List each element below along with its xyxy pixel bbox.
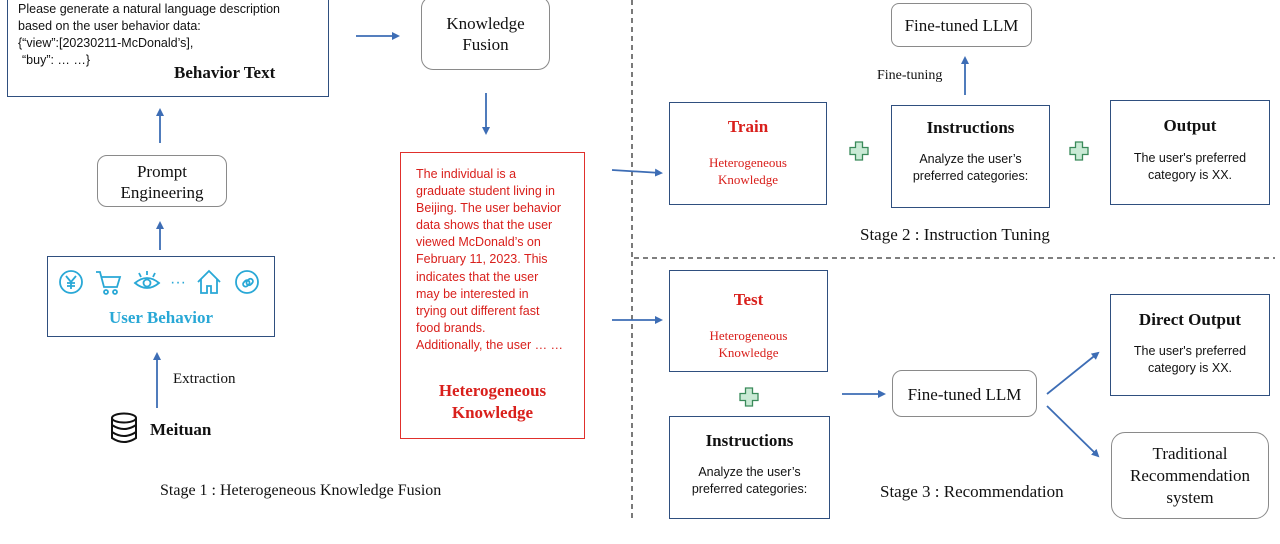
output-line2: category is XX. <box>1147 168 1233 182</box>
fine-tuned-llm-top-label: Fine-tuned LLM <box>904 16 1019 35</box>
instructions-line2: preferred categories: <box>691 482 808 496</box>
arrow-llm-to-traditional <box>1046 405 1100 458</box>
prompt-engineering-box: Prompt Engineering <box>97 155 227 207</box>
direct-output-title: Direct Output <box>1138 310 1242 329</box>
plus-icon <box>849 141 869 161</box>
hetero-text-line: trying out different fast <box>416 303 540 318</box>
behavior-text-title: Behavior Text <box>174 63 276 82</box>
ellipsis-text: ··· <box>170 274 186 291</box>
output-title: Output <box>1163 116 1217 135</box>
instructions-title: Instructions <box>926 118 1015 137</box>
behavior-icons: ··· <box>59 269 259 295</box>
instructions-line1: Analyze the user’s <box>698 465 801 479</box>
traditional-line3: system <box>1166 488 1214 507</box>
prompt-line: “buy”: … …} <box>22 53 91 67</box>
yuan-coin-icon <box>59 270 83 294</box>
cart-icon <box>96 271 122 295</box>
eye-icon <box>133 271 161 289</box>
stage2-caption: Stage 2 : Instruction Tuning <box>860 225 1050 244</box>
traditional-line1: Traditional <box>1152 444 1228 463</box>
user-behavior-title: User Behavior <box>108 308 214 327</box>
knowledge-fusion-line1: Knowledge <box>446 14 525 33</box>
train-title: Train <box>727 117 769 136</box>
behavior-icon-row: ··· <box>58 267 263 297</box>
link-icon <box>235 270 259 294</box>
traditional-recommendation-box: Traditional Recommendation system <box>1111 432 1269 519</box>
train-line2: Knowledge <box>718 172 778 187</box>
hetero-title-line1: Heterogeneous <box>438 381 547 400</box>
hetero-text-line: may be interested in <box>416 286 529 301</box>
prompt-line: {“view”:[20230211-McDonald’s], <box>18 36 194 50</box>
traditional-line2: Recommendation <box>1130 466 1250 485</box>
hetero-text-line: graduate student living in <box>416 184 555 199</box>
extraction-label: Extraction <box>173 371 236 387</box>
output-line1: The user's preferred <box>1133 151 1247 165</box>
knowledge-fusion-box: Knowledge Fusion <box>421 0 550 70</box>
instructions-box-stage2: Instructions Analyze the user’s preferre… <box>891 105 1050 208</box>
test-title: Test <box>733 290 764 309</box>
train-line1: Heterogeneous <box>709 155 787 170</box>
user-behavior-box: ··· User Behavior <box>47 256 275 337</box>
fine-tuned-llm-box: Fine-tuned LLM <box>892 370 1037 417</box>
hetero-text-line: viewed McDonald’s on <box>416 235 541 250</box>
fine-tuned-llm-top-box: Fine-tuned LLM <box>891 3 1032 47</box>
stage1-caption: Stage 1 : Heterogeneous Knowledge Fusion <box>160 482 442 499</box>
direct-output-box: Direct Output The user's preferred categ… <box>1110 294 1270 396</box>
hetero-text-line: data shows that the user <box>416 218 553 233</box>
prompt-engineering-line1: Prompt <box>136 162 188 181</box>
hetero-text-line: Additionally, the user … … <box>416 337 564 352</box>
heterogeneous-knowledge-box: The individual is a graduate student liv… <box>400 152 585 439</box>
hetero-title-line2: Knowledge <box>451 403 534 422</box>
hetero-text-line: indicates that the user <box>416 269 539 284</box>
prompt-line: based on the user behavior data: <box>18 19 201 33</box>
instructions-box-stage3: Instructions Analyze the user’s preferre… <box>669 416 830 519</box>
instructions-line1: Analyze the user’s <box>919 152 1022 166</box>
instructions-title: Instructions <box>705 431 794 450</box>
arrow-llm-to-direct <box>1046 351 1100 395</box>
behavior-text-box: Please generate a natural language descr… <box>7 0 329 97</box>
fine-tuned-llm-label: Fine-tuned LLM <box>907 385 1022 404</box>
stage3-caption: Stage 3 : Recommendation <box>880 482 1064 501</box>
test-line2: Knowledge <box>718 345 779 360</box>
fine-tuning-label: Fine-tuning <box>877 68 943 83</box>
direct-output-line1: The user's preferred <box>1133 344 1247 358</box>
home-icon <box>197 269 221 294</box>
instructions-line2: preferred categories: <box>912 169 1029 183</box>
prompt-line: Please generate a natural language descr… <box>18 2 280 16</box>
plus-icon <box>739 387 759 407</box>
test-box: Test Heterogeneous Knowledge <box>669 270 828 372</box>
hetero-text-line: February 11, 2023. This <box>416 252 548 267</box>
direct-output-line2: category is XX. <box>1147 361 1233 375</box>
knowledge-fusion-line2: Fusion <box>462 35 509 54</box>
hetero-text-line: The individual is a <box>416 167 517 181</box>
hetero-text-line: food brands. <box>416 320 486 335</box>
test-line1: Heterogeneous <box>709 328 788 343</box>
database-icon <box>111 412 137 443</box>
hetero-text-line: Beijing. The user behavior <box>416 201 561 216</box>
arrow-hetero-to-train <box>611 168 663 177</box>
plus-icon <box>1069 141 1089 161</box>
train-box: Train Heterogeneous Knowledge <box>669 102 827 205</box>
prompt-engineering-line2: Engineering <box>120 183 204 202</box>
output-box: Output The user's preferred category is … <box>1110 100 1270 205</box>
meituan-label: Meituan <box>150 420 212 439</box>
